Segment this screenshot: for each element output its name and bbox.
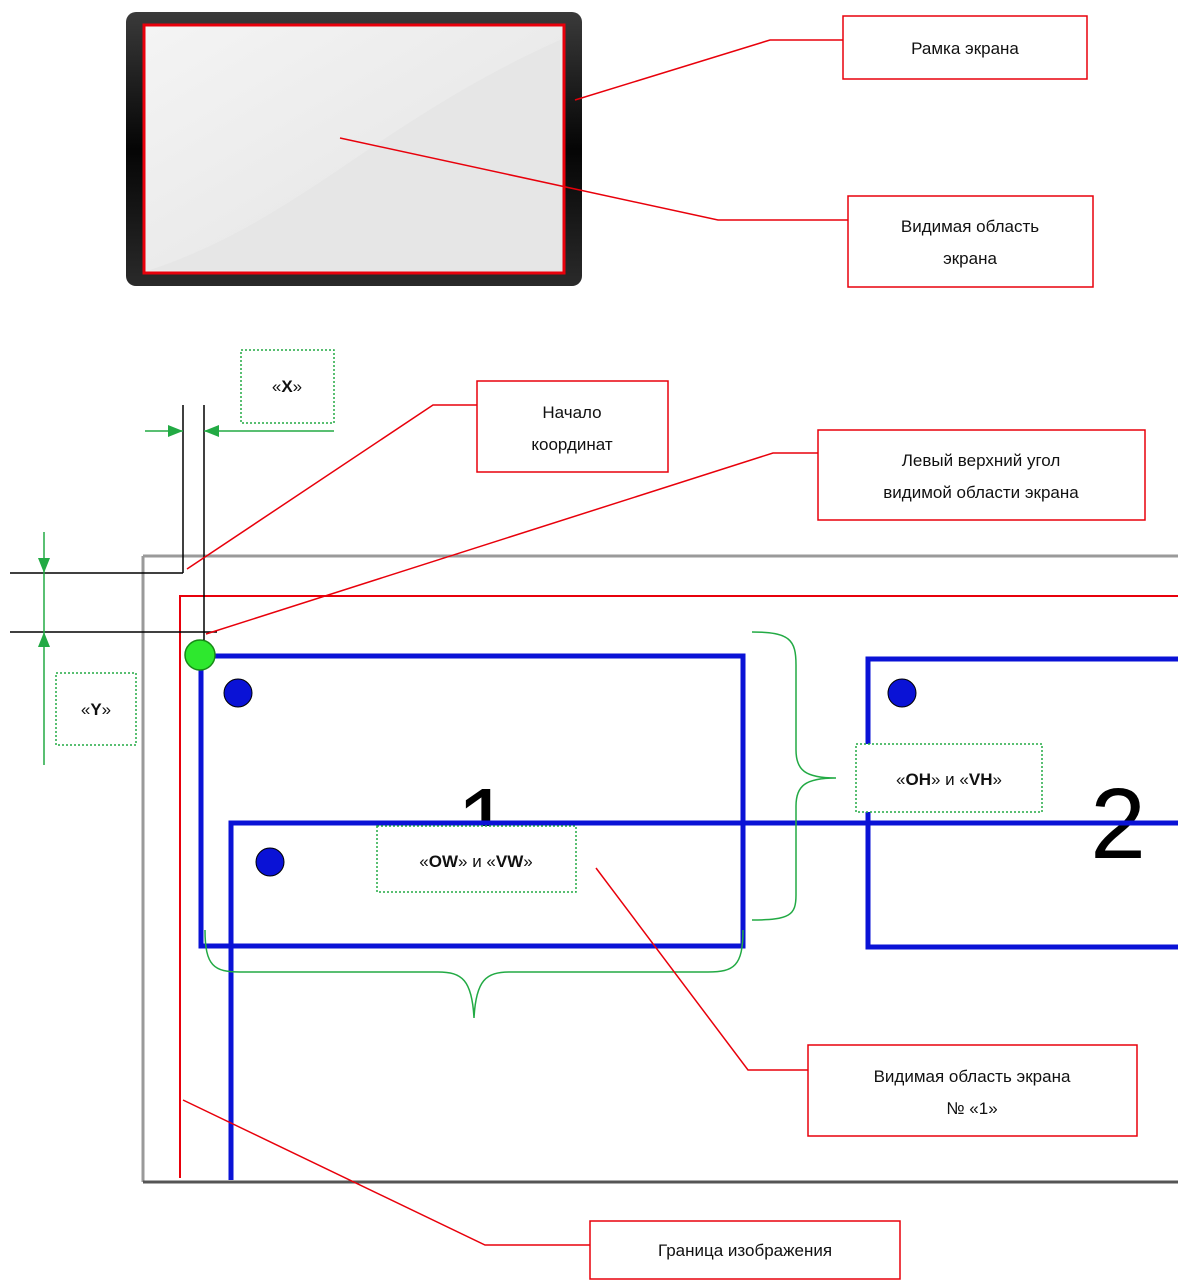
callout-text: Граница изображения — [658, 1241, 832, 1260]
x-arrow-left — [204, 425, 219, 437]
callout-image-border: Граница изображения — [183, 1100, 900, 1279]
screen-1-marker-dot — [224, 679, 252, 707]
callout-text-line1: Начало — [542, 403, 601, 422]
callout-text-line2: координат — [531, 435, 612, 454]
origin-point — [185, 640, 215, 670]
y-arrow-up — [38, 632, 50, 647]
leader-line — [206, 453, 818, 634]
callout-box — [808, 1045, 1137, 1136]
monitor-illustration — [126, 12, 582, 286]
x-arrow-right — [168, 425, 183, 437]
y-label: «Y» — [81, 700, 111, 719]
width-dimension: «OW» и «VW» — [377, 826, 576, 892]
callout-text: Рамка экрана — [911, 39, 1019, 58]
callout-text-line2: экрана — [943, 249, 997, 268]
leader-line — [575, 40, 843, 100]
callout-text-line1: Видимая область — [901, 217, 1039, 236]
screen-3-marker-dot — [256, 848, 284, 876]
screen-1: 1 — [201, 656, 743, 946]
height-brace — [752, 632, 836, 920]
callout-text-line1: Левый верхний угол — [902, 451, 1061, 470]
width-label: «OW» и «VW» — [419, 852, 532, 871]
callout-screen-frame: Рамка экрана — [575, 16, 1087, 100]
callout-top-left-corner: Левый верхний угол видимой области экран… — [206, 430, 1145, 634]
x-label: «X» — [272, 377, 302, 396]
callout-text-line1: Видимая область экрана — [874, 1067, 1071, 1086]
callout-box — [818, 430, 1145, 520]
leader-line — [187, 405, 477, 569]
callout-box — [477, 381, 668, 472]
height-dimension: «OH» и «VH» — [856, 744, 1042, 812]
y-arrow-down — [38, 558, 50, 573]
callout-text-line2: № «1» — [946, 1099, 997, 1118]
callout-text-line2: видимой области экрана — [883, 483, 1079, 502]
screen-2-marker-dot — [888, 679, 916, 707]
callout-box — [848, 196, 1093, 287]
leader-line — [183, 1100, 590, 1245]
height-label: «OH» и «VH» — [896, 770, 1002, 789]
